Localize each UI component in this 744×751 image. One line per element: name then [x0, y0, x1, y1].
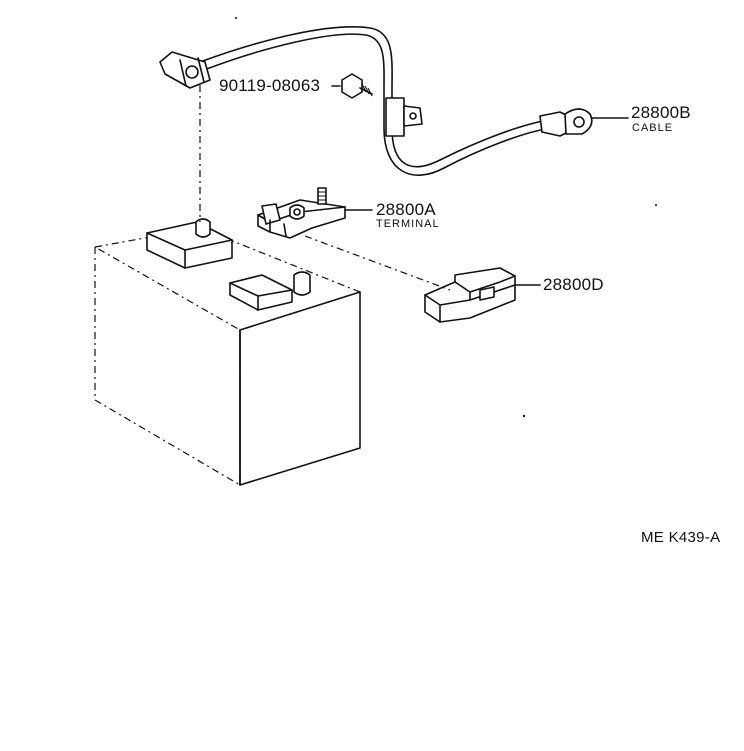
- part-number-cable: 28800B: [631, 103, 691, 122]
- terminal: [257, 187, 346, 239]
- bolt: [341, 73, 373, 99]
- part-name-cable: CABLE: [632, 122, 674, 134]
- part-name-terminal: TERMINAL: [376, 218, 440, 230]
- guide-line-cover: [304, 235, 451, 291]
- part-number-cover: 28800D: [543, 275, 604, 294]
- cable: [159, 26, 593, 176]
- diagram-code: ME K439-A: [641, 529, 721, 546]
- battery: [93, 218, 362, 487]
- terminal-cover: [424, 267, 516, 323]
- part-number-terminal: 28800A: [376, 200, 436, 219]
- part-number-bolt: 90119-08063: [219, 76, 321, 95]
